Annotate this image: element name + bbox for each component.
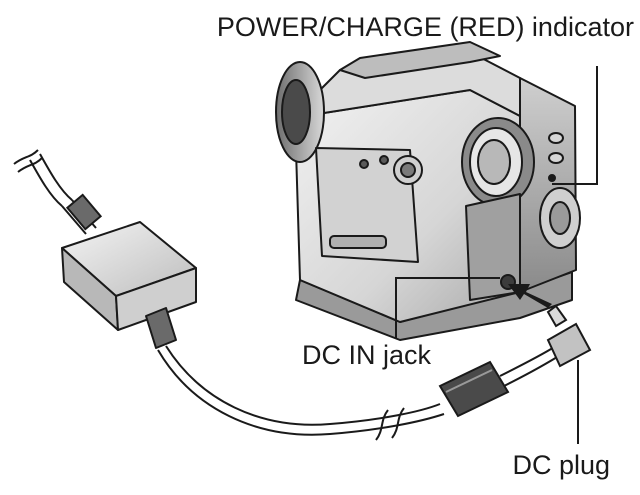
ac-adapter-illustration — [61, 221, 197, 349]
leader-lines — [395, 66, 598, 444]
ferrite-core-illustration — [438, 360, 510, 418]
dc-plug-label: DC plug — [512, 450, 610, 480]
power-charge-indicator-lamp — [548, 174, 556, 182]
power-cord-illustration — [13, 149, 103, 235]
dc-in-jack-leader — [395, 277, 500, 338]
power-charge-indicator-label: POWER/CHARGE (RED) indicator — [216, 12, 634, 42]
insert-arrow-icon — [508, 284, 552, 308]
camcorder-illustration — [275, 41, 581, 341]
dc-plug-illustration — [546, 304, 592, 368]
power-indicator-leader — [552, 66, 598, 185]
dc-in-jack-label: DC IN jack — [302, 340, 432, 370]
